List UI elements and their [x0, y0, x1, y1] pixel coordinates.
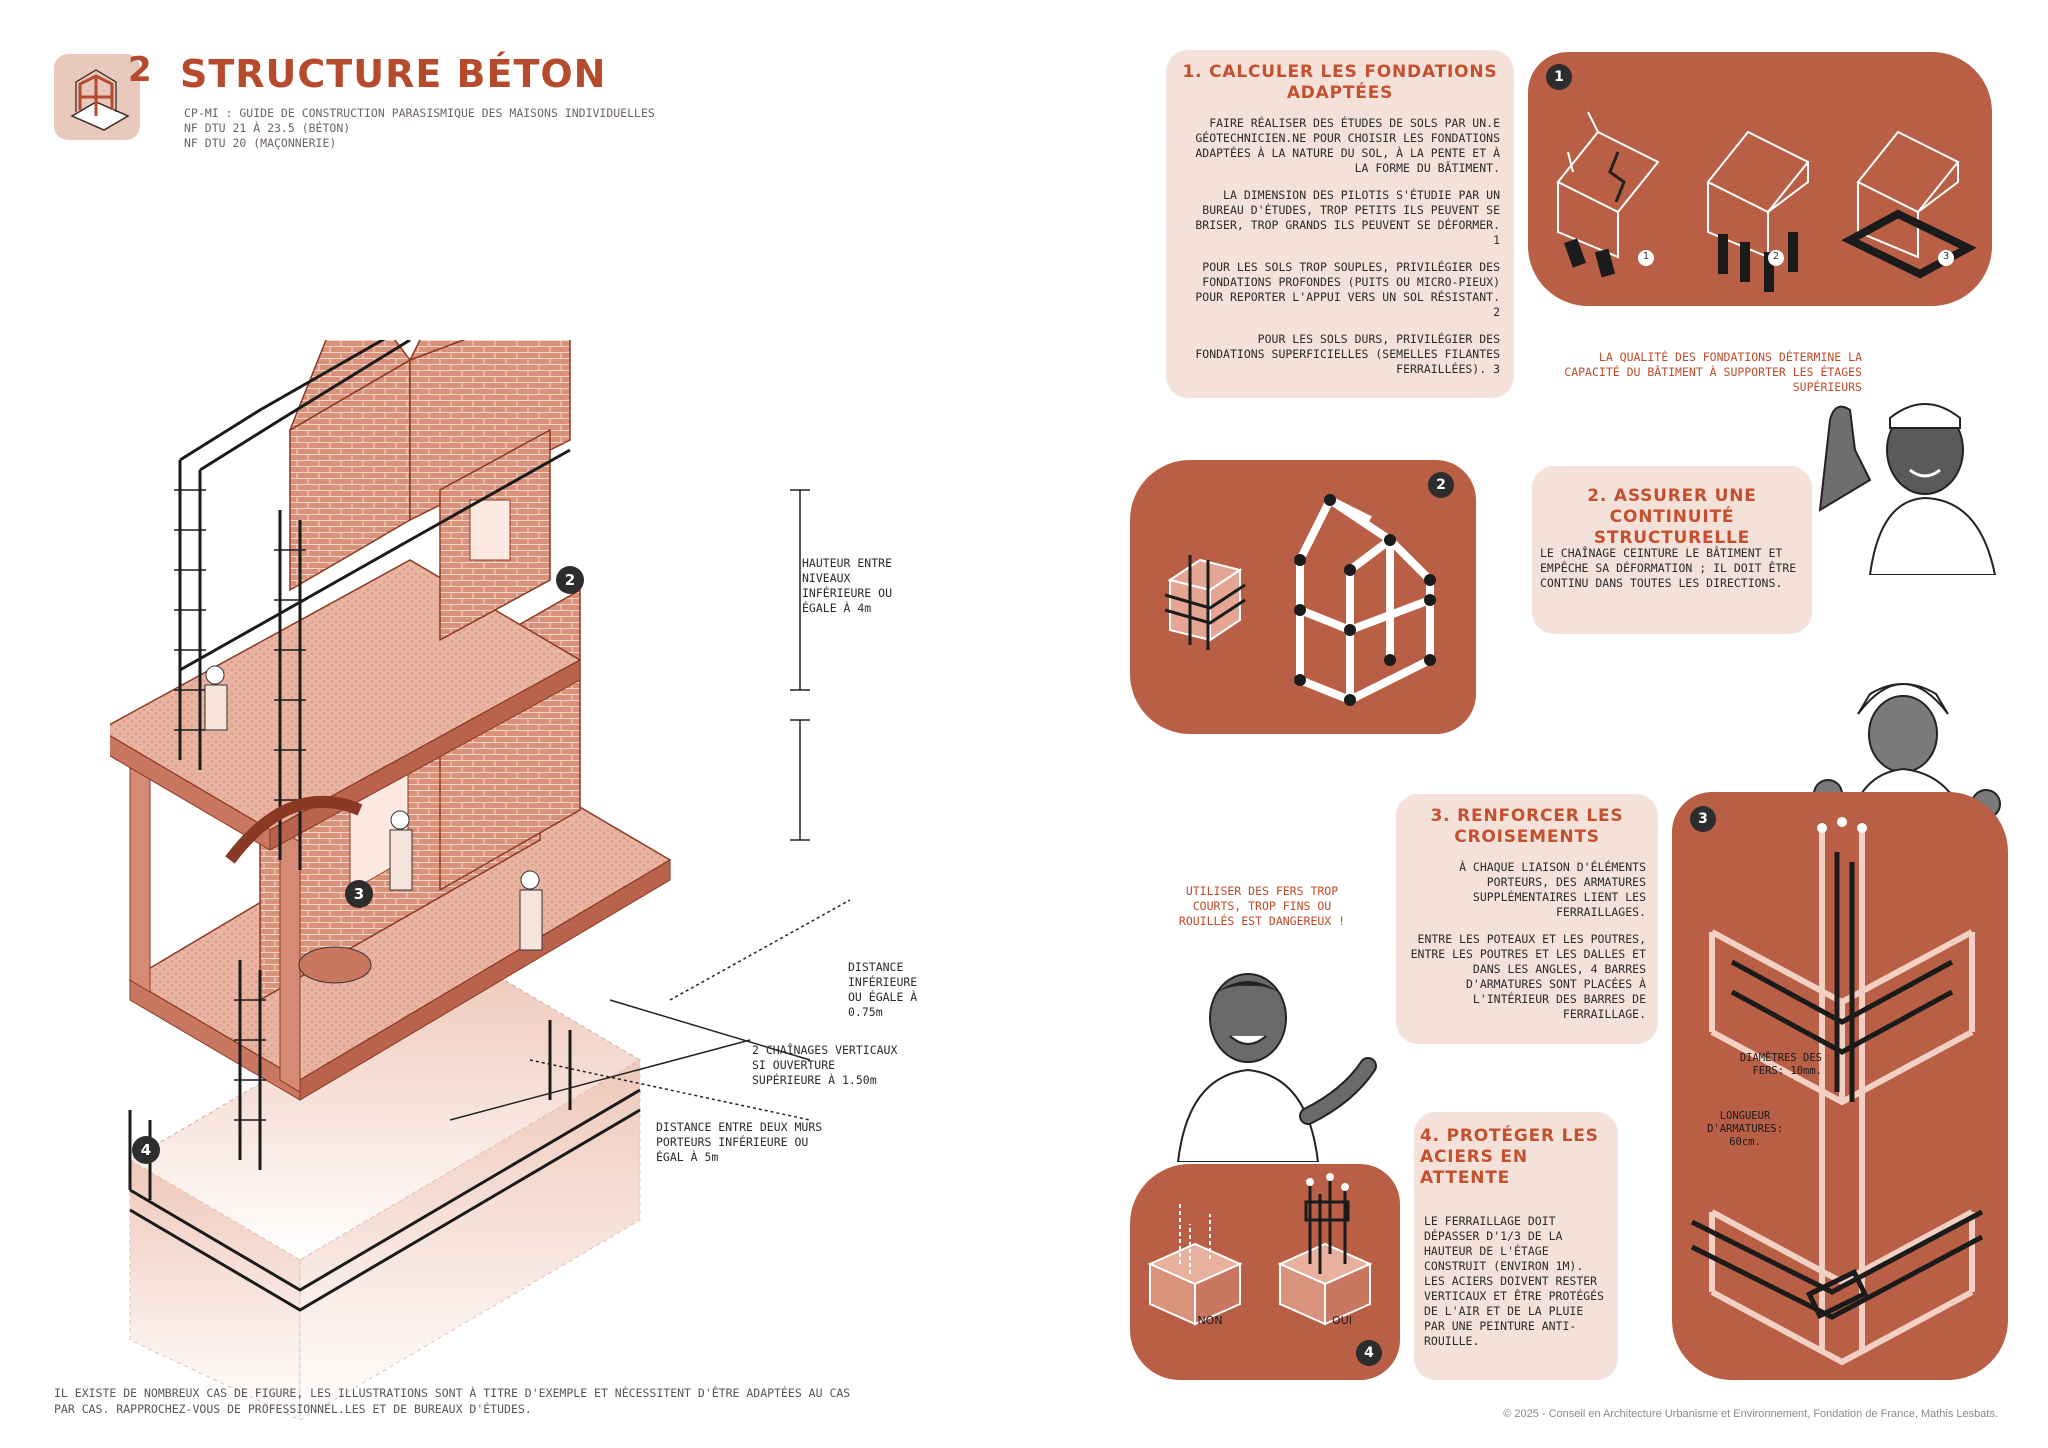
section-3-text: À CHAQUE LIAISON D'ÉLÉMENTS PORTEURS, DE…: [1406, 860, 1646, 1022]
norm-references: CP-MI : GUIDE DE CONSTRUCTION PARASISMIQ…: [184, 106, 655, 151]
norm-reference: CP-MI : GUIDE DE CONSTRUCTION PARASISMIQ…: [184, 106, 655, 120]
panel-label-2: 2: [1772, 251, 1780, 262]
waiting-rebar-illustration: [1147, 1173, 1373, 1326]
section-number: 2: [128, 50, 152, 90]
norm-reference: NF DTU 20 (MAÇONNERIE): [184, 136, 337, 150]
paragraph: LA DIMENSION DES PILOTIS S'ÉTUDIE PAR UN…: [1195, 188, 1500, 247]
label-oui: OUI: [1332, 1314, 1352, 1327]
marker-4: 4: [132, 1136, 160, 1164]
norm-reference: NF DTU 21 À 23.5 (BÉTON): [184, 121, 351, 135]
foundation-types-illustration: [1556, 111, 1977, 292]
label-rebar-diameter: DIAMÈTRES DES FERS: 10mm.: [1739, 1052, 1822, 1077]
dim-wall-distance: DISTANCE ENTRE DEUX MURS PORTEURS INFÉRI…: [656, 1120, 823, 1164]
marker-section-2: 2: [1428, 472, 1454, 498]
marker-section-4: 4: [1356, 1340, 1382, 1366]
character-man-gesturing: [1176, 973, 1377, 1162]
rebar-cages: [128, 340, 641, 1312]
dim-vertical-chaining: 2 CHAÎNAGES VERTICAUX SI OUVERTURE SUPÉR…: [752, 1043, 898, 1087]
foundation-block: [129, 959, 641, 1420]
section-3-panel: 3 DIAMÈTRES DES FERS: 10mm. LONGUEUR D'A…: [1672, 792, 2008, 1380]
rebar-stirrups: [174, 489, 306, 1121]
workers: [204, 665, 543, 984]
continuous-chaining-illustration: [1164, 494, 1436, 706]
panel-label-1: 1: [1642, 251, 1650, 262]
section-1-panel: 1 1 2 3: [1528, 52, 1992, 306]
quote-rebar-warning: UTILISER DES FERS TROP COURTS, TROP FINS…: [1178, 884, 1346, 928]
marker-1: 1: [1546, 64, 1572, 90]
page-title: STRUCTURE BÉTON: [180, 52, 607, 96]
paragraph: FAIRE RÉALISER DES ÉTUDES DE SOLS PAR UN…: [1195, 116, 1500, 175]
section-4-panel: NON OUI 4: [1130, 1164, 1400, 1380]
paragraph: POUR LES SOLS TROP SOUPLES, PRIVILÉGIER …: [1195, 260, 1500, 319]
marker-3: 3: [345, 880, 373, 908]
section-4-title: 4. PROTÉGER LES ACIERS EN ATTENTE: [1420, 1126, 1599, 1188]
section-4-card: [1414, 1112, 1618, 1380]
marker-2: 2: [556, 566, 584, 594]
section-icon: [54, 54, 140, 140]
dimension-lines: [449, 489, 851, 1121]
upper-walls: [288, 340, 571, 642]
house-illustration: [110, 340, 851, 1420]
arch: [225, 795, 363, 864]
section-1-title: 1. CALCULER LES FONDATIONS ADAPTÉES: [1182, 62, 1498, 103]
paragraph: ENTRE LES POTEAUX ET LES POUTRES, ENTRE …: [1410, 932, 1646, 1021]
section-4-text: LE FERRAILLAGE DOIT DÉPASSER D'1/3 DE LA…: [1424, 1214, 1605, 1348]
section-2-card: [1532, 466, 1812, 634]
section-2-title: 2. ASSURER UNE CONTINUITÉ STRUCTURELLE: [1587, 486, 1757, 548]
character-man-cap: [1818, 403, 1997, 575]
section-2-text: LE CHAÎNAGE CEINTURE LE BÂTIMENT ET EMPÊ…: [1540, 546, 1797, 590]
section-1-text: FAIRE RÉALISER DES ÉTUDES DE SOLS PAR UN…: [1186, 116, 1500, 377]
section-3-card: [1396, 794, 1658, 1044]
section-1-card: [1166, 50, 1514, 398]
copyright: © 2025 - Conseil en Architecture Urbanis…: [1503, 1408, 1998, 1420]
house-structure-icon: [70, 69, 130, 131]
paragraph: POUR LES SOLS DURS, PRIVILÉGIER DES FOND…: [1195, 332, 1500, 376]
label-rebar-length: LONGUEUR D'ARMATURES: 60cm.: [1707, 1110, 1783, 1148]
dim-max-distance: DISTANCE INFÉRIEURE OU ÉGALE À 0.75m: [848, 960, 918, 1019]
panel-label-3: 3: [1942, 251, 1950, 262]
reinforced-junction-illustration: [1690, 817, 1984, 1366]
section-2-panel: 2: [1130, 460, 1476, 734]
label-non: NON: [1197, 1314, 1223, 1327]
disclaimer-note: IL EXISTE DE NOMBREUX CAS DE FIGURE, LES…: [54, 1386, 851, 1416]
quote-foundations: LA QUALITÉ DES FONDATIONS DÉTERMINE LA C…: [1564, 350, 1862, 394]
dim-floor-height: HAUTEUR ENTRE NIVEAUX INFÉRIEURE OU ÉGAL…: [802, 556, 893, 615]
paragraph: À CHAQUE LIAISON D'ÉLÉMENTS PORTEURS, DE…: [1459, 860, 1646, 919]
section-3-title: 3. RENFORCER LES CROISEMENTS: [1430, 806, 1624, 847]
marker-section-3: 3: [1690, 806, 1716, 832]
